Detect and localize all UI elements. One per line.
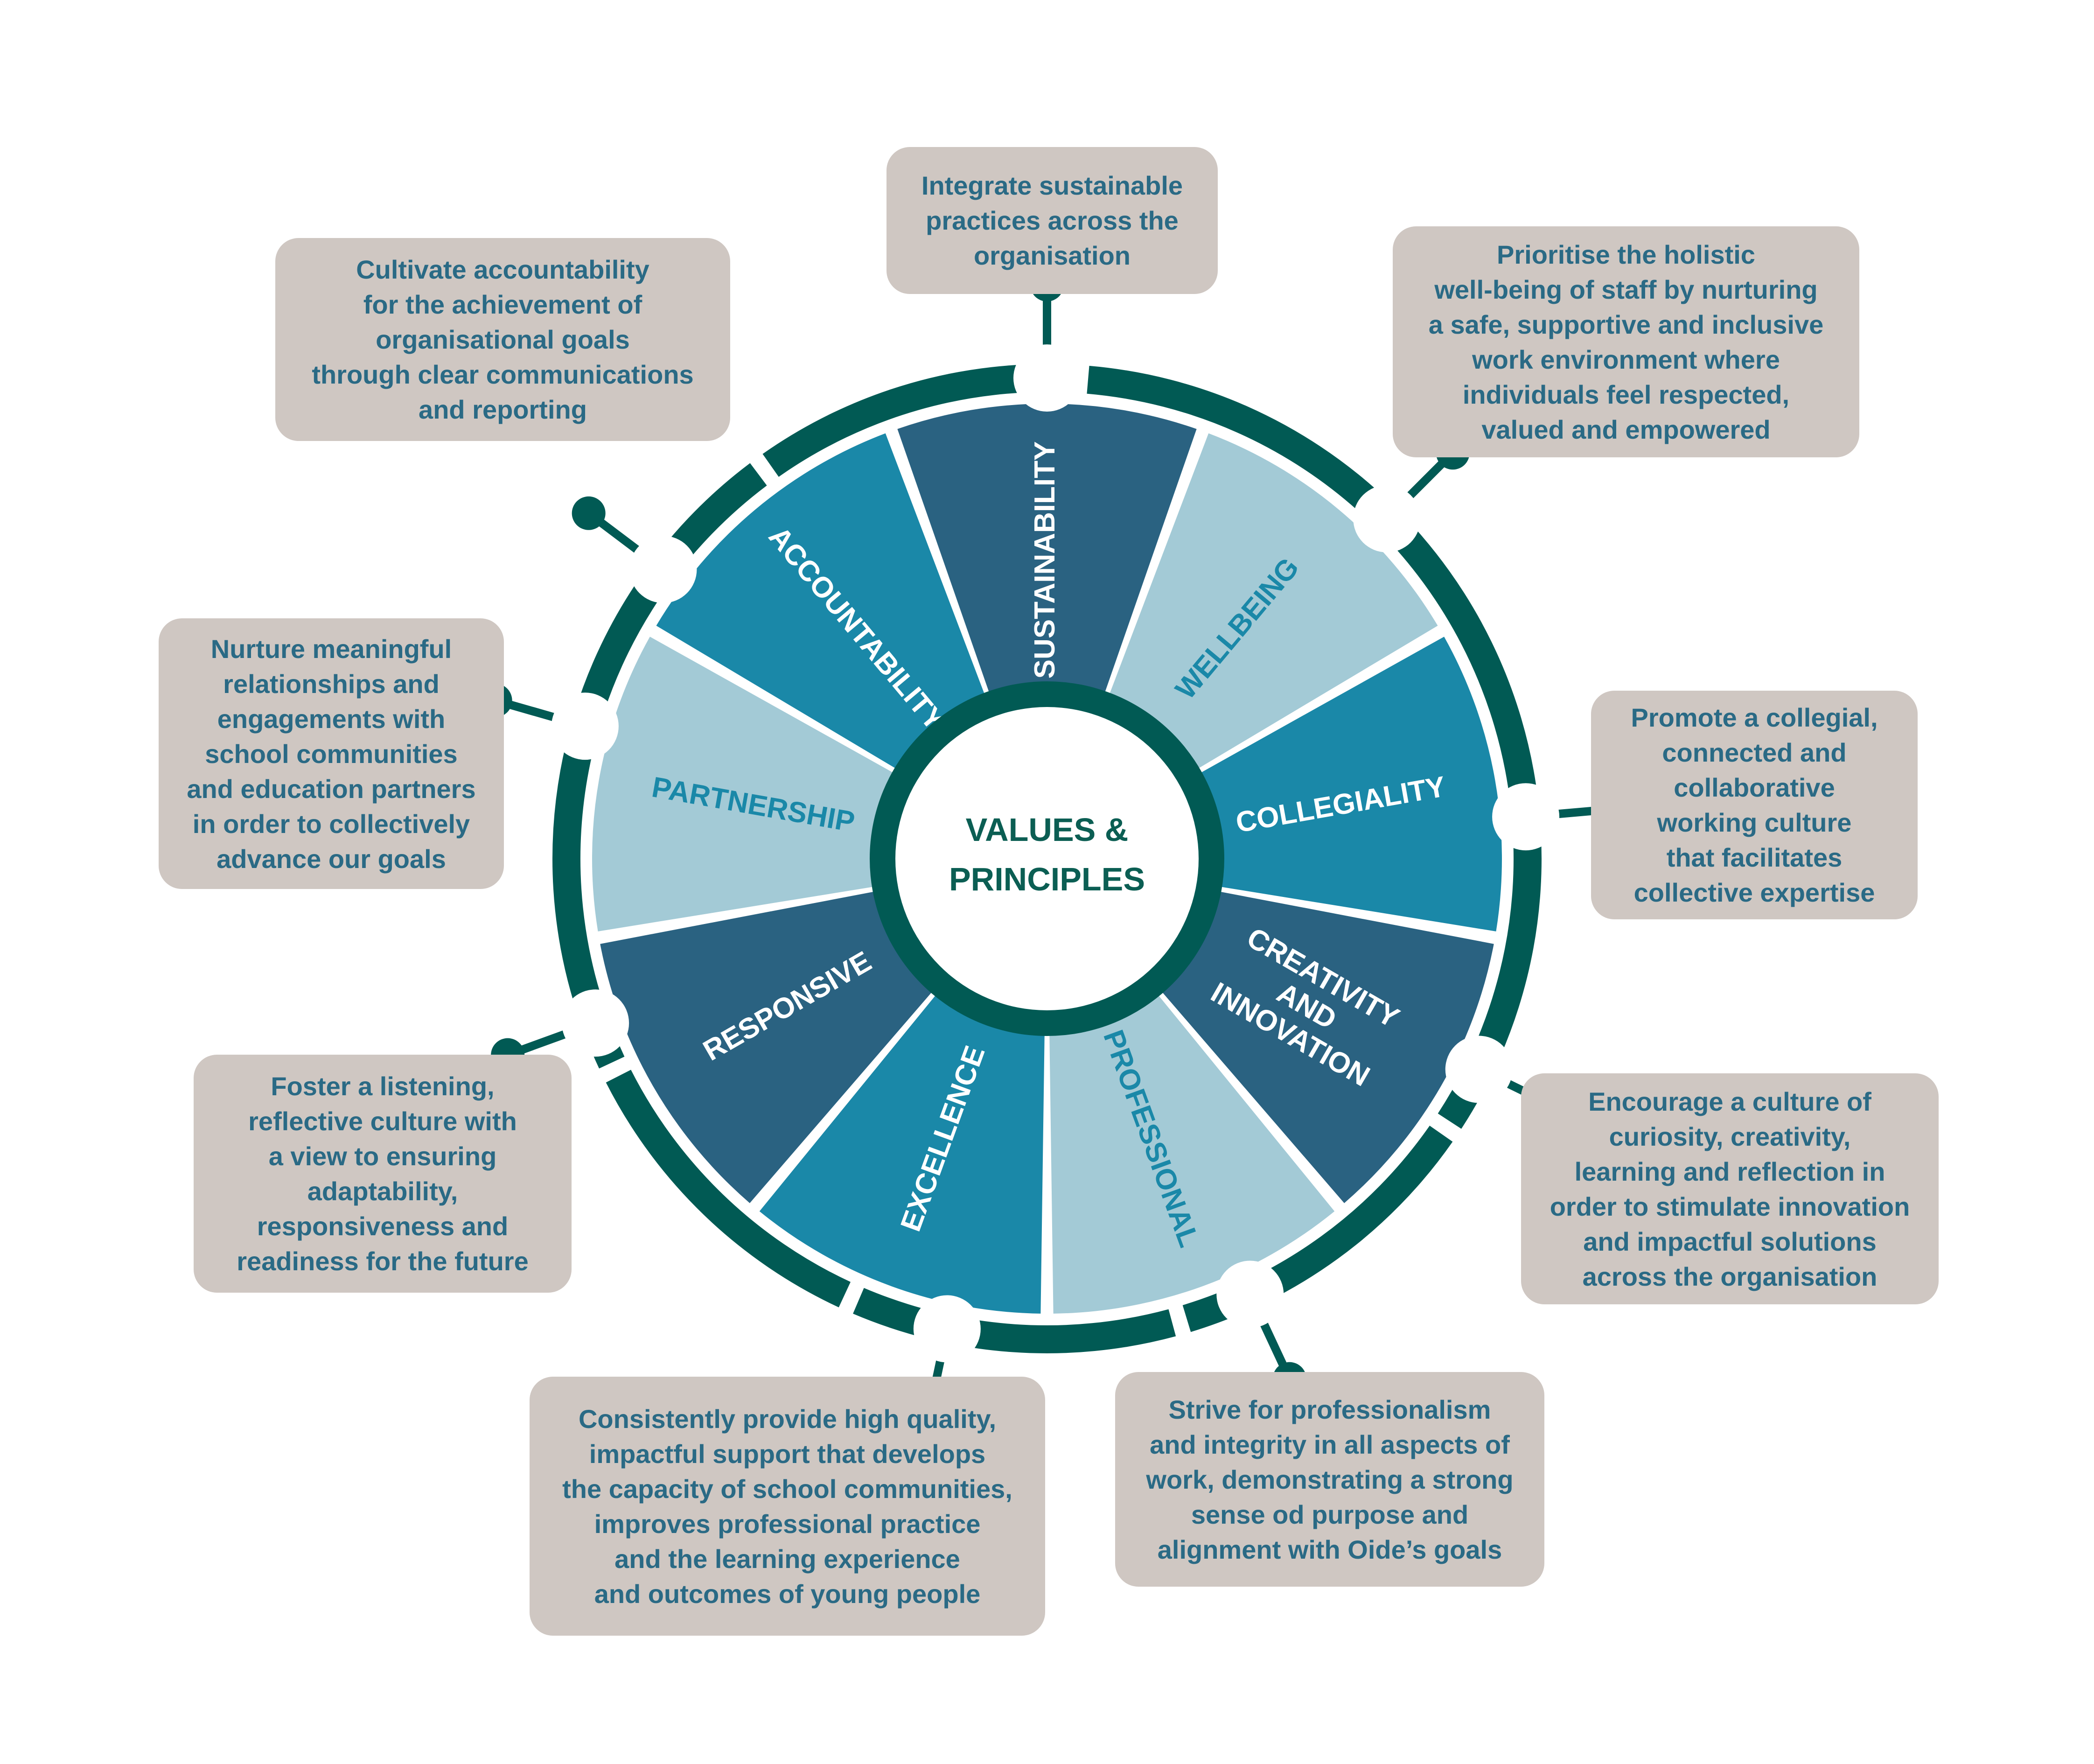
- segment-professional: [1049, 967, 1335, 1314]
- center-hub: VALUES & PRINCIPLES: [870, 681, 1224, 1036]
- description-box-accountability: Cultivate accountability for the achieve…: [275, 238, 730, 441]
- description-box-partnership: Nurture meaningful relationships and eng…: [159, 618, 504, 889]
- connector-dot-accountability: [572, 496, 606, 530]
- segment-accountability: [656, 433, 998, 787]
- segment-label-line: SUSTAINABILITY: [1029, 441, 1061, 679]
- description-box-collegiality: Promote a collegial, connected and colla…: [1591, 691, 1918, 919]
- segment-creativity: [1138, 885, 1494, 1204]
- description-box-responsive: Foster a listening, reflective culture w…: [194, 1055, 572, 1293]
- segment-wellbeing: [1096, 433, 1438, 787]
- segment-excellence: [759, 967, 1045, 1314]
- ring-arc: [1376, 508, 1538, 803]
- segment-collegiality: [1169, 637, 1502, 931]
- segment-sustainability: [897, 404, 1197, 727]
- description-box-wellbeing: Prioritise the holistic well-being of st…: [1393, 226, 1859, 457]
- ring-node-excellence: [913, 1295, 981, 1363]
- description-box-professional: Strive for professionalism and integrity…: [1115, 1372, 1544, 1587]
- ring-node-professional: [1216, 1260, 1284, 1328]
- ring-arc: [552, 746, 625, 1069]
- segment-label-sustainability: SUSTAINABILITY: [1029, 441, 1061, 679]
- ring-arc: [1087, 365, 1385, 518]
- center-title-line2: PRINCIPLES: [949, 861, 1145, 897]
- description-box-excellence: Consistently provide high quality, impac…: [530, 1377, 1045, 1636]
- ring-node-partnership: [551, 693, 619, 760]
- description-box-sustainability: Integrate sustainable practices across t…: [886, 147, 1218, 294]
- ring-node-sustainability: [1013, 344, 1081, 412]
- segment-responsive: [600, 885, 956, 1204]
- ring-arc: [1438, 814, 1542, 1129]
- center-title-line1: VALUES &: [966, 812, 1129, 848]
- ring-node-collegiality: [1492, 783, 1560, 851]
- ring-node-wellbeing: [1353, 485, 1421, 553]
- ring-node-creativity: [1445, 1036, 1513, 1103]
- ring-node-accountability: [629, 536, 697, 603]
- segment-partnership: [592, 637, 925, 931]
- ring-arc: [762, 364, 1074, 477]
- center-circle: [895, 707, 1199, 1010]
- ring-node-responsive: [562, 989, 629, 1057]
- ring-arc: [606, 1070, 851, 1308]
- wheel-segments: [592, 404, 1502, 1314]
- ring-arc: [569, 463, 767, 739]
- description-box-creativity: Encourage a culture of curiosity, creati…: [1521, 1073, 1939, 1304]
